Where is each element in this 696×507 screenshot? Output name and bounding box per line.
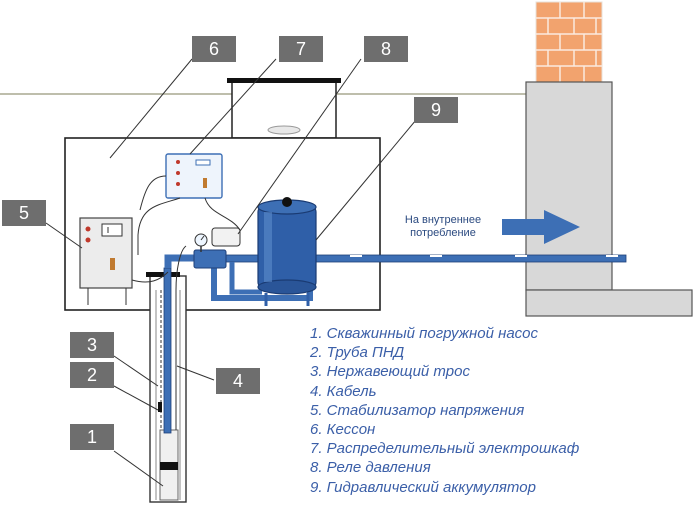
callout-1: 1 xyxy=(70,424,114,450)
legend-item: 7. Распределительный электрошкаф xyxy=(310,440,580,458)
legend-item: 3. Нержавеющий трос xyxy=(310,363,470,381)
callout-4: 4 xyxy=(216,368,260,394)
pipe-riser xyxy=(164,254,196,268)
legend: 1. Скважинный погружной насос 2. Труба П… xyxy=(310,324,579,497)
bypass-pipe xyxy=(211,262,313,301)
legend-item: 9. Гидравлический аккумулятор xyxy=(310,478,536,496)
legend-item: 5. Стабилизатор напряжения xyxy=(310,401,525,419)
flow-label-line1: На внутреннее xyxy=(404,214,482,226)
pressure-gauge-icon xyxy=(194,233,208,252)
hdpe-pipe xyxy=(163,267,172,434)
callout-8: 8 xyxy=(364,36,408,62)
house-footing xyxy=(525,289,693,317)
arrow-right-icon xyxy=(502,210,580,244)
voltage-stabilizer xyxy=(79,217,133,305)
caisson-neck xyxy=(231,81,337,139)
callout-9: 9 xyxy=(414,97,458,123)
distribution-cabinet xyxy=(165,153,223,199)
hydraulic-accumulator xyxy=(257,197,317,306)
flow-label: На внутреннее потребление xyxy=(388,214,498,240)
flow-label-line2: потребление xyxy=(410,227,476,239)
wiring xyxy=(131,175,241,291)
house-chimney-bricks xyxy=(535,1,603,83)
legend-item: 4. Кабель xyxy=(310,382,377,400)
callout-2: 2 xyxy=(70,362,114,388)
legend-item: 1. Скважинный погружной насос xyxy=(310,325,539,342)
caisson-hatch xyxy=(267,125,301,135)
caisson-lid xyxy=(227,78,341,83)
legend-item: 2. Труба ПНД xyxy=(310,344,405,362)
legend-item: 6. Кессон xyxy=(310,421,376,439)
callout-6: 6 xyxy=(192,36,236,62)
legend-item: 8. Реле давления xyxy=(310,459,431,477)
pressure-fitting xyxy=(193,249,227,269)
callout-7: 7 xyxy=(279,36,323,62)
submersible-pump xyxy=(159,429,179,501)
callout-3: 3 xyxy=(70,332,114,358)
callout-5: 5 xyxy=(2,200,46,226)
pressure-relay xyxy=(211,227,241,247)
callout-leaders xyxy=(45,58,417,487)
cable-clamp xyxy=(158,402,162,412)
